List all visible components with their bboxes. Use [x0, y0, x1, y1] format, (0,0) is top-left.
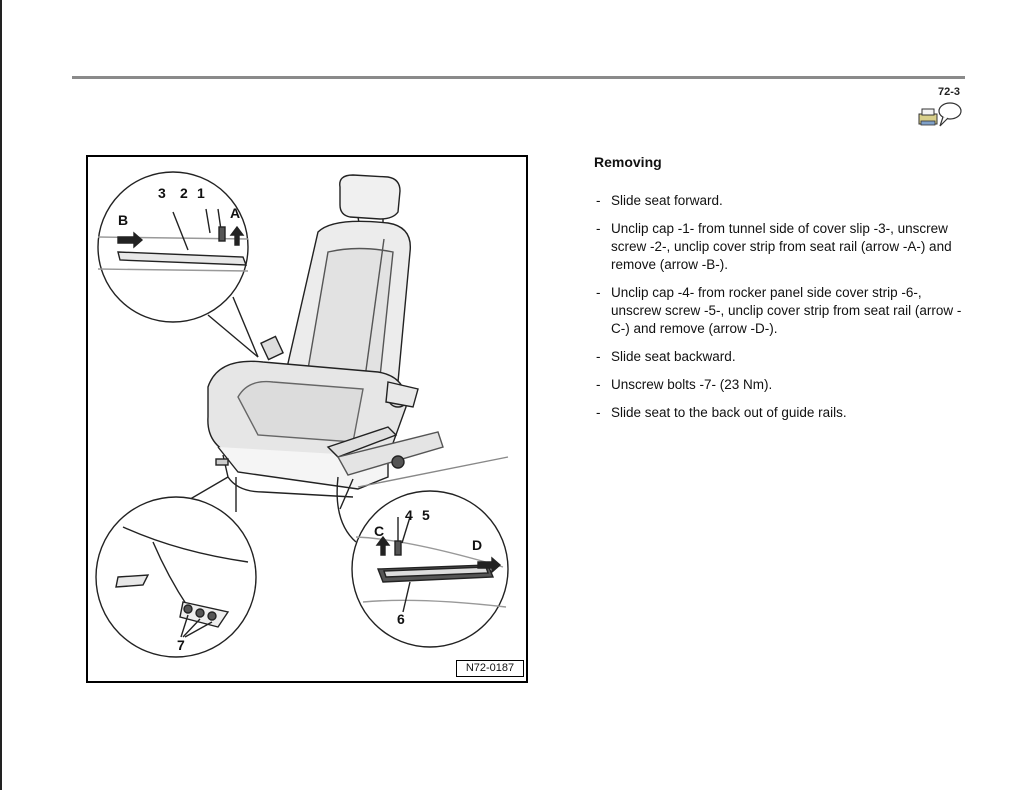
figure-id-label: N72-0187 — [456, 660, 524, 677]
callout-c: C — [374, 523, 385, 539]
callout-6: 6 — [397, 611, 405, 627]
steps-list: -Slide seat forward. -Unclip cap -1- fro… — [594, 192, 974, 422]
seat-illustration — [95, 171, 509, 658]
list-item: -Unclip cap -1- from tunnel side of cove… — [596, 221, 952, 272]
callout-4: 4 — [405, 507, 413, 523]
list-item: -Slide seat forward. — [596, 193, 723, 208]
printer-speech-icon[interactable] — [916, 100, 966, 130]
step-text: Slide seat forward. — [611, 193, 723, 208]
step-text: Unclip cap -4- from rocker panel side co… — [611, 285, 962, 336]
list-item: -Unclip cap -4- from rocker panel side c… — [596, 285, 962, 336]
section-title: Removing — [594, 154, 662, 170]
callout-5: 5 — [422, 507, 430, 523]
step-text: Slide seat backward. — [611, 349, 736, 364]
list-item: -Slide seat to the back out of guide rai… — [596, 405, 847, 420]
step-text: Slide seat to the back out of guide rail… — [611, 405, 847, 420]
instructions-column: Removing -Slide seat forward. -Unclip ca… — [594, 154, 974, 432]
step-text: Unscrew bolts -7- (23 Nm). — [611, 377, 773, 392]
callout-3: 3 — [158, 185, 166, 201]
list-item: -Slide seat backward. — [596, 349, 736, 364]
seat-removal-figure: 3 2 1 A B C 4 5 D 6 7 N72-0187 — [86, 155, 528, 683]
callout-d: D — [472, 537, 483, 553]
callout-a: A — [230, 205, 241, 221]
callout-b: B — [118, 212, 129, 228]
header-rule — [72, 76, 965, 79]
callout-1: 1 — [197, 185, 205, 201]
callout-7: 7 — [177, 637, 185, 653]
step-text: Unclip cap -1- from tunnel side of cover… — [611, 221, 952, 272]
callout-2: 2 — [180, 185, 188, 201]
list-item: -Unscrew bolts -7- (23 Nm). — [596, 377, 773, 392]
page-number: 72-3 — [938, 86, 961, 98]
page-left-border — [0, 0, 2, 790]
